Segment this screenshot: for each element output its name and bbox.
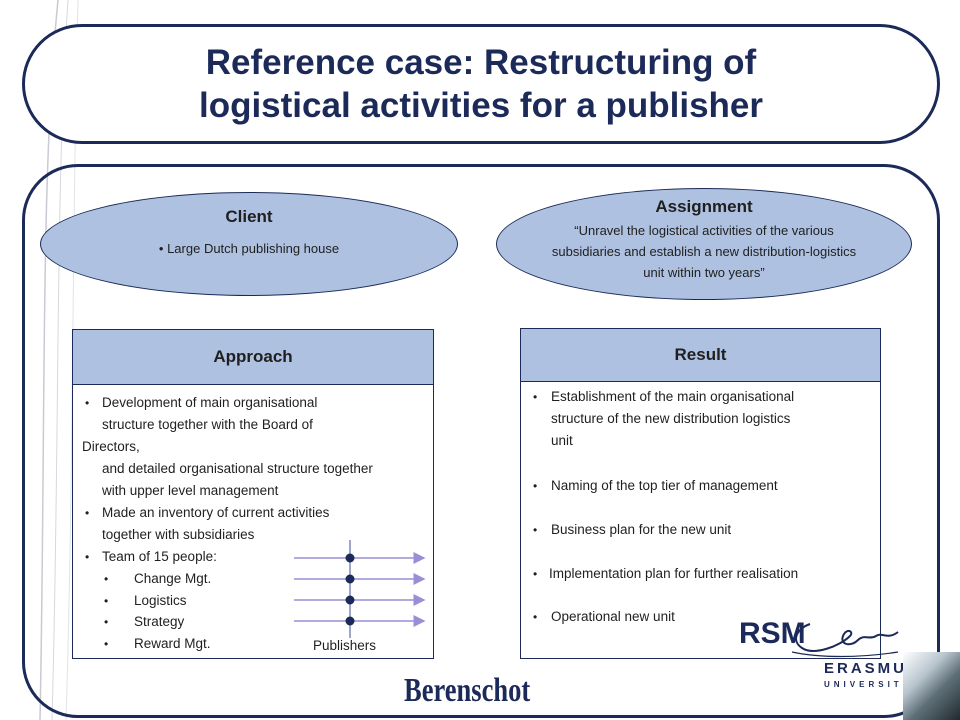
result-line: structure of the new distribution logist… bbox=[551, 411, 791, 426]
content-frame bbox=[22, 164, 940, 718]
title-line-2: logistical activities for a publisher bbox=[198, 86, 764, 125]
publisher-node bbox=[345, 616, 355, 626]
publishers-diagram bbox=[294, 540, 426, 638]
publisher-node bbox=[345, 595, 355, 605]
university-wordmark: UNIVERSITY bbox=[824, 680, 913, 689]
approach-line: Directors, bbox=[82, 439, 140, 454]
bullet-marker: • bbox=[85, 550, 90, 564]
team-item: Change Mgt. bbox=[134, 571, 212, 586]
result-line: Implementation plan for further realisat… bbox=[549, 566, 799, 581]
erasmus-signature-icon bbox=[791, 623, 899, 658]
erasmus-portrait-image bbox=[903, 652, 960, 720]
erasmus-wordmark: ERASMUS bbox=[824, 660, 921, 677]
publishers-label: Publishers bbox=[313, 638, 377, 653]
bullet-marker: • bbox=[104, 615, 109, 629]
team-item: Reward Mgt. bbox=[134, 636, 211, 651]
result-line: Establishment of the main organisational bbox=[551, 389, 795, 404]
approach-line: Team of 15 people: bbox=[102, 549, 217, 564]
approach-line: together with subsidiaries bbox=[102, 527, 255, 542]
title-frame: Reference case: Restructuring of logisti… bbox=[22, 24, 940, 144]
assignment-title: Assignment bbox=[655, 197, 753, 216]
bullet-marker: • bbox=[533, 523, 538, 537]
title-line-1: Reference case: Restructuring of bbox=[205, 43, 757, 82]
bullet-marker: • bbox=[533, 610, 538, 624]
result-title: Result bbox=[521, 329, 880, 382]
result-line: Naming of the top tier of management bbox=[551, 478, 778, 493]
rsm-logo: RSM bbox=[739, 617, 806, 650]
result-box: Result bbox=[520, 328, 881, 659]
result-line: Business plan for the new unit bbox=[551, 522, 732, 537]
client-ellipse: Client • Large Dutch publishing house bbox=[40, 192, 458, 296]
approach-line: Development of main organisational bbox=[102, 395, 318, 410]
publisher-node bbox=[345, 553, 355, 563]
bullet-marker: • bbox=[104, 637, 109, 651]
approach-line: and detailed organisational structure to… bbox=[102, 461, 373, 476]
berenschot-logo: Berenschot bbox=[404, 672, 531, 709]
publisher-node bbox=[345, 574, 355, 584]
result-line: Operational new unit bbox=[551, 609, 675, 624]
approach-box: Approach bbox=[72, 329, 434, 659]
bullet-marker: • bbox=[533, 390, 538, 404]
bullet-marker: • bbox=[85, 506, 90, 520]
bullet-marker: • bbox=[533, 479, 538, 493]
approach-line: Made an inventory of current activities bbox=[102, 505, 330, 520]
approach-title: Approach bbox=[73, 330, 433, 385]
assignment-text: “Unravel the logistical activities of th… bbox=[551, 223, 857, 280]
bullet-marker: • bbox=[104, 572, 109, 586]
approach-line: with upper level management bbox=[102, 483, 279, 498]
slide-title: Reference case: Restructuring of logisti… bbox=[199, 41, 763, 127]
bullet-marker: • bbox=[85, 396, 90, 410]
client-title: Client bbox=[225, 207, 273, 226]
bullet-marker: • bbox=[533, 567, 538, 581]
team-item: Strategy bbox=[134, 614, 185, 629]
assignment-ellipse: Assignment “Unravel the logistical activ… bbox=[496, 188, 912, 300]
team-item: Logistics bbox=[134, 593, 187, 608]
approach-line: structure together with the Board of bbox=[102, 417, 313, 432]
client-item: • Large Dutch publishing house bbox=[158, 241, 340, 256]
bullet-marker: • bbox=[104, 594, 109, 608]
result-line: unit bbox=[551, 433, 573, 448]
